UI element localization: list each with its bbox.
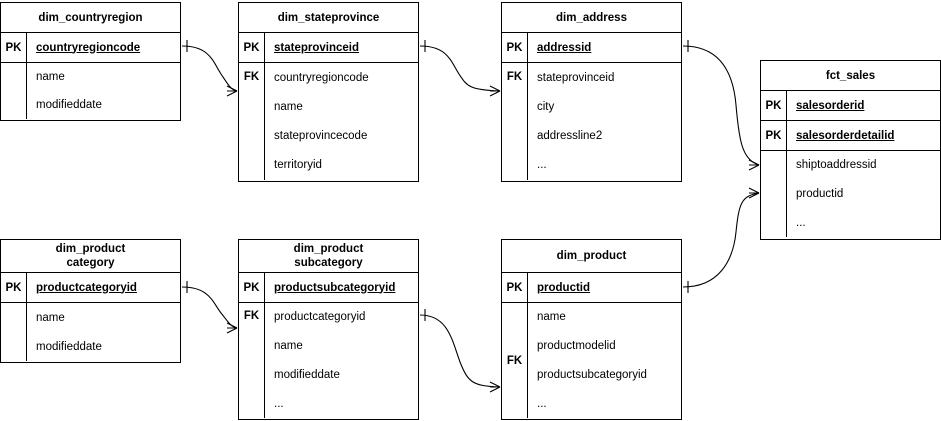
- attribute-field: modifieddate: [36, 340, 102, 353]
- connector-stateprovince-address: [419, 40, 501, 97]
- key-field-name: stateprovinceid: [274, 41, 359, 54]
- attribute-field: modifieddate: [274, 368, 340, 381]
- attribute-field: city: [537, 100, 555, 113]
- attribute-field: productid: [796, 188, 844, 200]
- attribute-field: name: [274, 340, 303, 353]
- entity-title-line: dim_product: [293, 243, 364, 255]
- key-row[interactable]: PK salesorderdetailid: [761, 121, 940, 151]
- entity-title-line: dim_product: [556, 250, 627, 262]
- entity-title: dim_product subcategory: [239, 240, 418, 273]
- attribute-marker: FK: [502, 63, 528, 180]
- attribute-list: stateprovinceid city addressline2...: [528, 63, 681, 180]
- attribute-field: modifieddate: [36, 99, 102, 111]
- entity-title-line: subcategory: [294, 257, 363, 269]
- key-row[interactable]: PK productid: [502, 273, 681, 303]
- entity-title-line: dim_address: [556, 11, 627, 24]
- attribute-field: territoryid: [274, 159, 322, 172]
- connector-productcategory-productsubcategory: [181, 281, 238, 334]
- key-field-name: salesorderdetailid: [796, 129, 895, 142]
- key-row[interactable]: PK productcategoryid: [1, 273, 180, 303]
- attribute-field: ...: [537, 397, 547, 410]
- attribute-marker: FK: [502, 303, 528, 418]
- attribute-block: FK countryregioncode name stateprovincecode…: [239, 63, 418, 180]
- attribute-list: countryregioncode name stateprovincecode te…: [265, 63, 418, 180]
- attribute-block: shiptoaddressid productid...: [761, 151, 940, 237]
- attribute-field: addressline2: [537, 130, 603, 143]
- attribute-list: name modifieddate: [27, 303, 180, 361]
- attribute-list: name modifieddate: [27, 63, 180, 119]
- key-field-name: addressid: [537, 41, 592, 54]
- attribute-marker: [1, 63, 27, 119]
- attribute-block: FK stateprovinceid city addressline2...: [502, 63, 681, 180]
- attribute-marker: FK: [239, 303, 265, 418]
- attribute-field: ...: [537, 159, 547, 172]
- connector-product-fctsales: [682, 187, 760, 293]
- key-field-name: countryregioncode: [36, 41, 141, 54]
- key-field-name: salesorderid: [796, 99, 865, 112]
- attribute-list: name productmodelid productsubcategoryid..…: [528, 303, 681, 418]
- key-row[interactable]: PK salesorderid: [761, 91, 940, 121]
- key-marker: PK: [239, 273, 265, 302]
- key-marker: PK: [502, 33, 528, 62]
- connector-address-fctsales: [682, 40, 760, 171]
- attribute-field: shiptoaddressid: [796, 159, 877, 172]
- attribute-field: name: [36, 71, 65, 83]
- attribute-field: name: [274, 100, 303, 113]
- key-field-name: productid: [537, 281, 591, 294]
- attribute-marker: [761, 151, 787, 237]
- entity-title: fct_sales: [761, 61, 940, 91]
- entity-title-line: dim_stateprovince: [277, 11, 380, 24]
- attribute-list: shiptoaddressid productid...: [787, 151, 940, 237]
- entity-title: dim_stateprovince: [239, 3, 418, 33]
- attribute-field: stateprovinceid: [537, 71, 615, 84]
- key-field-name: productsubcategoryid: [274, 281, 396, 294]
- attribute-field: productmodelid: [537, 340, 616, 353]
- attribute-field: name: [537, 311, 566, 324]
- key-marker: PK: [239, 33, 265, 62]
- key-marker: PK: [761, 91, 787, 120]
- attribute-block: name modifieddate: [1, 303, 180, 361]
- key-marker: PK: [502, 273, 528, 302]
- entity-title: dim_countryregion: [1, 3, 180, 33]
- entity-title-line: dim_product: [55, 243, 126, 255]
- key-row[interactable]: PK countryregioncode: [1, 33, 180, 63]
- entity-title-line: category: [66, 257, 115, 269]
- entity-title: dim_address: [502, 3, 681, 33]
- attribute-block: FK name productmodelid productsubcategoryid…: [502, 303, 681, 418]
- attribute-block: name modifieddate: [1, 63, 180, 119]
- connector-productsubcategory-product: [419, 309, 501, 393]
- entity-title: dim_product category: [1, 240, 180, 273]
- attribute-list: productcategoryid name modifieddate...: [265, 303, 418, 418]
- entity-title-line: fct_sales: [825, 69, 876, 82]
- key-field-name: productcategoryid: [36, 281, 137, 294]
- key-row[interactable]: PK stateprovinceid: [239, 33, 418, 63]
- attribute-field: countryregioncode: [274, 71, 369, 84]
- attribute-field: productcategoryid: [274, 311, 366, 324]
- attribute-block: FK productcategoryid name modifieddate...: [239, 303, 418, 418]
- key-marker: PK: [1, 273, 27, 302]
- attribute-field: ...: [796, 216, 806, 229]
- attribute-marker: [1, 303, 27, 361]
- connector-countryregion-stateprovince: [181, 40, 238, 97]
- attribute-field: stateprovincecode: [274, 130, 368, 143]
- attribute-field: ...: [274, 397, 284, 410]
- attribute-field: productsubcategoryid: [537, 368, 647, 381]
- attribute-marker: FK: [239, 63, 265, 180]
- key-row[interactable]: PK addressid: [502, 33, 681, 63]
- key-row[interactable]: PK productsubcategoryid: [239, 273, 418, 303]
- attribute-field: name: [36, 311, 65, 324]
- key-marker: PK: [761, 121, 787, 150]
- entity-title: dim_product: [502, 240, 681, 273]
- key-marker: PK: [1, 33, 27, 62]
- entity-title-line: dim_countryregion: [38, 11, 143, 24]
